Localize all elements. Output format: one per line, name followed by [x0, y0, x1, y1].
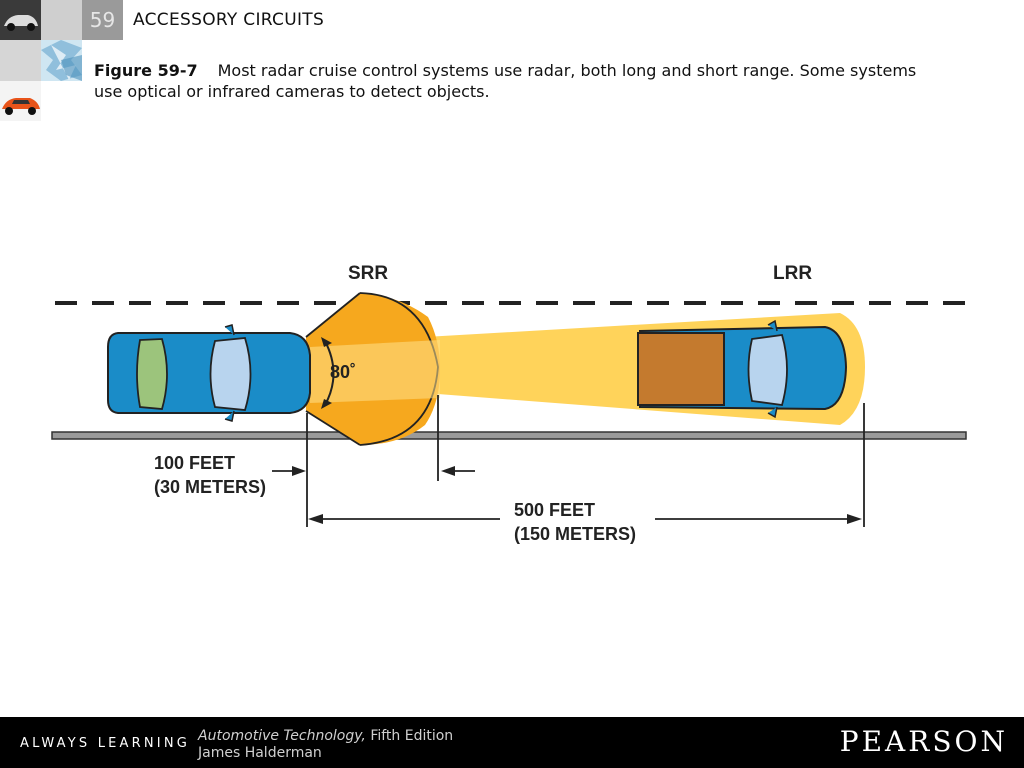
gray-block-top — [41, 0, 82, 40]
caption-text: Most radar cruise control systems use ra… — [94, 61, 917, 101]
angle-arc — [324, 340, 335, 406]
arrow-right-100ft — [292, 466, 306, 476]
chapter-number: 59 — [82, 0, 123, 40]
footer-tagline: ALWAYS LEARNING — [20, 736, 191, 751]
header-thumbnails — [0, 0, 41, 122]
arrow-right-500ft — [847, 514, 862, 524]
angle-label: 80˚ — [330, 362, 356, 382]
arrow-left-100ft — [441, 466, 455, 476]
short-range-label-2: (30 METERS) — [154, 477, 266, 497]
chapter-title: ACCESSORY CIRCUITS — [133, 10, 325, 30]
long-range-label-2: (150 METERS) — [514, 524, 636, 544]
footer-bar: ALWAYS LEARNING Automotive Technology, F… — [0, 717, 1024, 768]
footer-book-info: Automotive Technology, Fifth Edition Jam… — [198, 728, 453, 762]
publisher-logo: PEARSON — [839, 725, 1008, 758]
arrow-left-500ft — [308, 514, 323, 524]
long-range-label-1: 500 FEET — [514, 500, 595, 520]
truck-bed — [637, 332, 725, 406]
host-car — [107, 324, 311, 422]
figure-label: Figure 59-7 — [94, 61, 198, 80]
gray-block — [0, 40, 41, 81]
car-thumbnail-orange — [0, 81, 41, 121]
short-range-label-1: 100 FEET — [154, 453, 235, 473]
road-edge — [51, 431, 967, 440]
car-thumbnail-silver — [0, 0, 41, 40]
srr-label: SRR — [348, 263, 388, 284]
book-edition: Fifth Edition — [365, 728, 454, 744]
book-title: Automotive Technology, — [198, 728, 366, 744]
book-author: James Halderman — [198, 745, 322, 761]
lrr-label: LRR — [773, 263, 812, 284]
radar-diagram: 80˚ SRR LRR 100 FEET (30 METERS) 500 FEE… — [51, 263, 972, 544]
target-truck — [637, 319, 848, 419]
srr-inner-band — [310, 340, 440, 403]
crystal-thumbnail — [41, 40, 82, 81]
